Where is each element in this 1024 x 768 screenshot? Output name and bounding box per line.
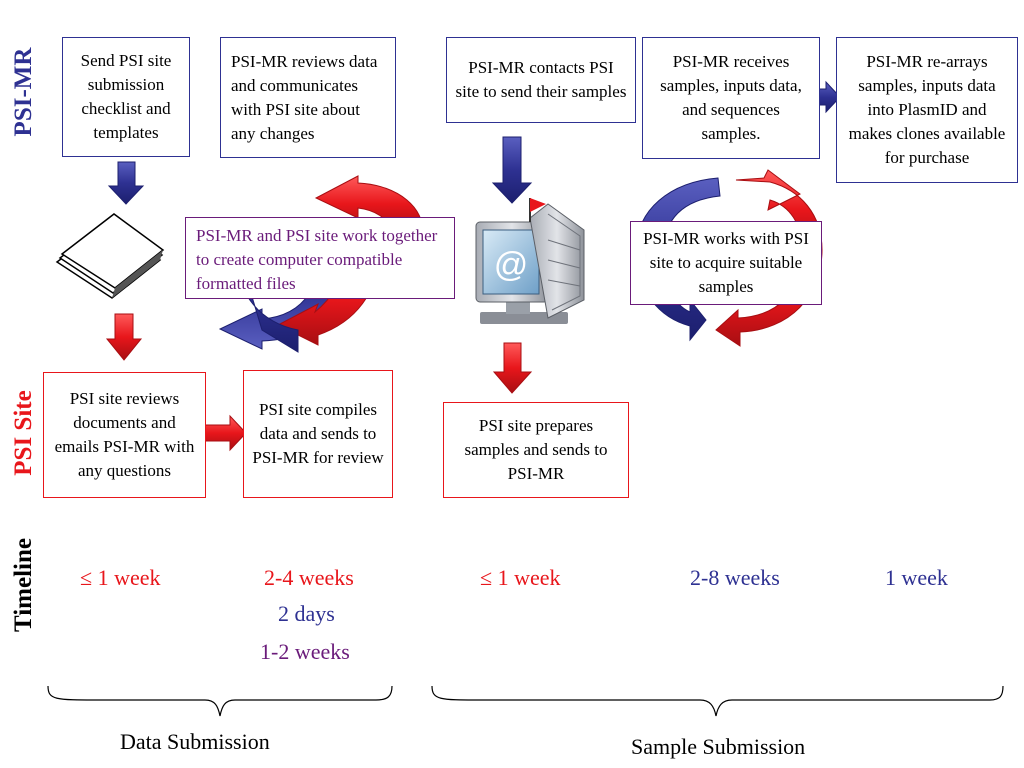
box-work-together: PSI-MR and PSI site work together to cre… xyxy=(185,217,455,299)
lane-label-timeline: Timeline xyxy=(10,538,37,632)
down-arrow-red-1 xyxy=(105,313,143,361)
box-send-checklist: Send PSI site submission checklist and t… xyxy=(62,37,190,157)
phase-data-submission: Data Submission xyxy=(120,729,270,754)
timeline-t4: 1-2 weeks xyxy=(260,639,350,664)
box-rearrays: PSI-MR re-arrays samples, inputs data in… xyxy=(836,37,1018,183)
timeline-t6: 2-8 weeks xyxy=(690,565,780,590)
box-site-reviews: PSI site reviews documents and emails PS… xyxy=(43,372,206,498)
timeline-t2: 2-4 weeks xyxy=(264,565,354,590)
box-works-with-site: PSI-MR works with PSI site to acquire su… xyxy=(630,221,822,305)
box-reviews-data: PSI-MR reviews data and communicates wit… xyxy=(220,37,396,158)
document-stack-icon xyxy=(55,213,165,299)
box-contacts-site: PSI-MR contacts PSI site to send their s… xyxy=(446,37,636,123)
box-site-prepares: PSI site prepares samples and sends to P… xyxy=(443,402,629,498)
brace-data-submission xyxy=(47,685,393,717)
timeline-t7: 1 week xyxy=(885,565,948,590)
box-receives-samples: PSI-MR receives samples, inputs data, an… xyxy=(642,37,820,159)
timeline-t1: ≤ 1 week xyxy=(80,565,161,590)
down-arrow-blue-2 xyxy=(491,136,533,204)
brace-sample-submission xyxy=(431,685,1004,717)
lane-label-psi-mr: PSI-MR xyxy=(10,47,37,137)
box-site-compiles: PSI site compiles data and sends to PSI-… xyxy=(243,370,393,498)
timeline-t5: ≤ 1 week xyxy=(480,565,561,590)
mail-computer-icon: @ xyxy=(475,198,585,324)
down-arrow-red-2 xyxy=(492,342,533,394)
down-arrow-blue-1 xyxy=(107,161,145,205)
svg-text:@: @ xyxy=(494,246,529,284)
timeline-t3: 2 days xyxy=(278,601,335,626)
lane-label-psi-site: PSI Site xyxy=(10,390,37,476)
phase-sample-submission: Sample Submission xyxy=(631,734,806,759)
